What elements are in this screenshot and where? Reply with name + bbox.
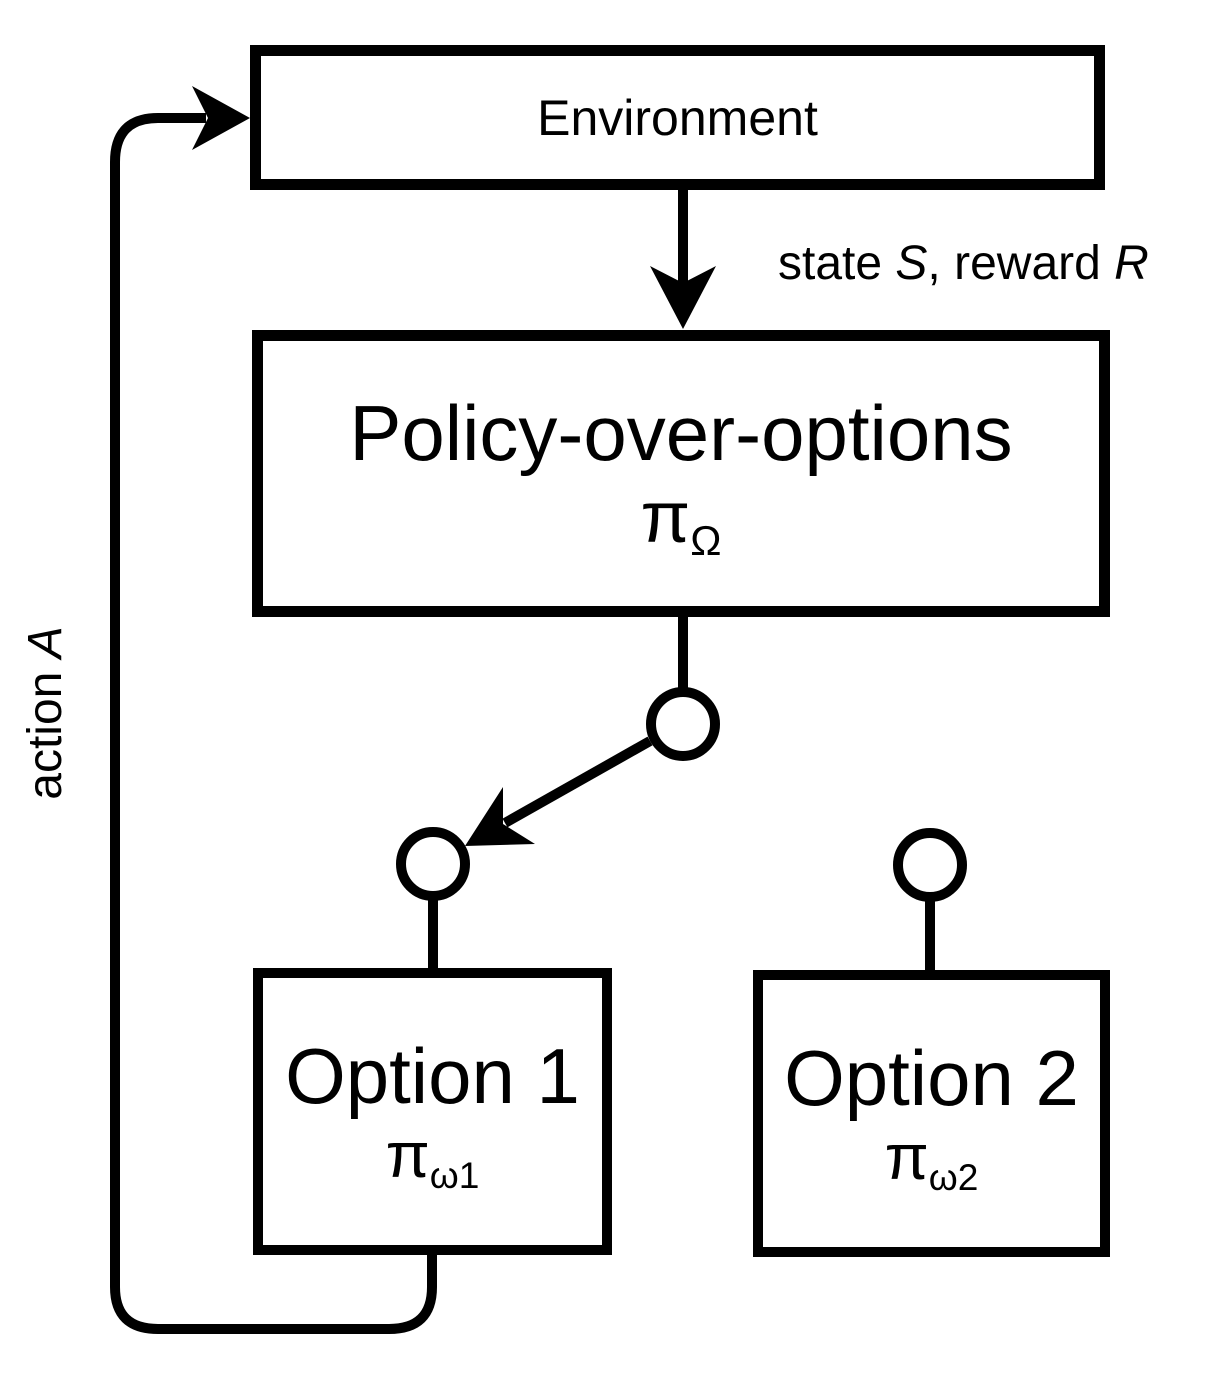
selection-line bbox=[502, 736, 653, 828]
state-text: state bbox=[778, 237, 896, 290]
option2-pi-subscript: ω2 bbox=[928, 1156, 979, 1199]
action-text: action bbox=[19, 658, 72, 800]
action-label: action A bbox=[19, 603, 72, 823]
arrowhead-down-icon bbox=[650, 266, 716, 329]
arrowhead-right-icon bbox=[192, 86, 250, 150]
reward-text: , reward bbox=[927, 237, 1115, 290]
policy-pi-subscript: Ω bbox=[690, 516, 722, 564]
option2-symbol: πω2 bbox=[885, 1125, 979, 1196]
option1-pi-subscript: ω1 bbox=[429, 1154, 480, 1197]
state-variable: S bbox=[895, 237, 928, 290]
policy-symbol: πΩ bbox=[641, 482, 722, 562]
policy-pi: π bbox=[640, 477, 691, 558]
environment-label: Environment bbox=[537, 89, 818, 146]
action-variable: A bbox=[19, 626, 72, 659]
option1-box: Option 1 πω1 bbox=[253, 968, 612, 1255]
state-reward-label: state S, reward R bbox=[778, 240, 1149, 288]
option2-port-circle bbox=[893, 828, 967, 902]
option1-symbol: πω1 bbox=[386, 1123, 480, 1194]
environment-box: Environment bbox=[250, 45, 1105, 190]
arrowhead-diagonal-icon bbox=[465, 787, 535, 846]
reward-variable: R bbox=[1114, 237, 1149, 290]
option1-pi: π bbox=[385, 1118, 430, 1191]
option1-title: Option 1 bbox=[285, 1031, 580, 1120]
option1-port-circle bbox=[396, 827, 470, 901]
policy-over-options-box: Policy-over-options πΩ bbox=[252, 330, 1110, 617]
policy-over-options-title: Policy-over-options bbox=[349, 388, 1013, 477]
option2-pi: π bbox=[884, 1120, 929, 1193]
option2-title: Option 2 bbox=[784, 1033, 1079, 1122]
action-feedback-line bbox=[110, 113, 437, 1334]
policy-selector-circle bbox=[646, 687, 720, 761]
option2-box: Option 2 πω2 bbox=[753, 970, 1110, 1257]
